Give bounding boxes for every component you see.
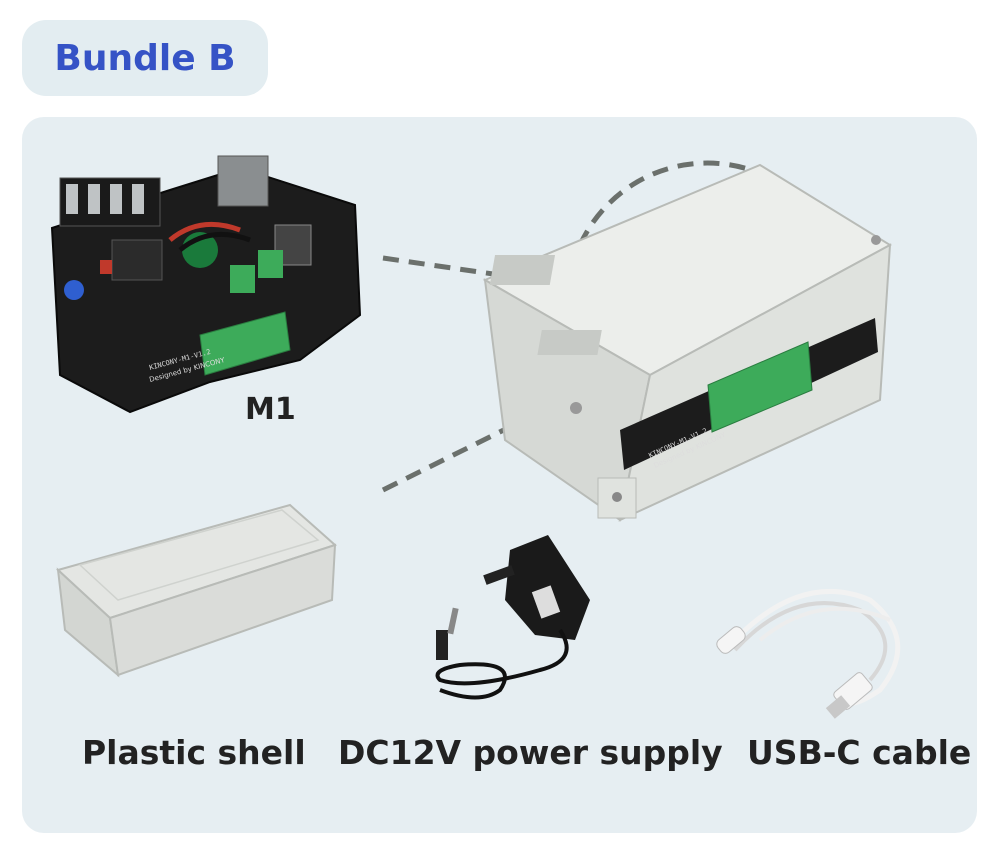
power-supply-image xyxy=(435,535,590,700)
bundle-title: Bundle B xyxy=(54,37,236,79)
m1-label: M1 xyxy=(245,392,296,427)
usb-c-cable-label: USB-C cable xyxy=(747,733,972,772)
plastic-shell-image xyxy=(56,503,337,678)
m1-board-image: KINCONY-M1-V1.2 Designed by KINCONY xyxy=(50,155,362,414)
power-supply-label: DC12V power supply xyxy=(338,733,723,772)
connector-lines xyxy=(381,255,542,493)
plastic-shell-label: Plastic shell xyxy=(82,733,306,772)
assembled-unit-image: KINCONY-M1-V1.2 Designed by KINCONY xyxy=(482,163,892,522)
usb-c-cable-image xyxy=(716,588,901,719)
bundle-badge: Bundle B xyxy=(22,20,268,96)
